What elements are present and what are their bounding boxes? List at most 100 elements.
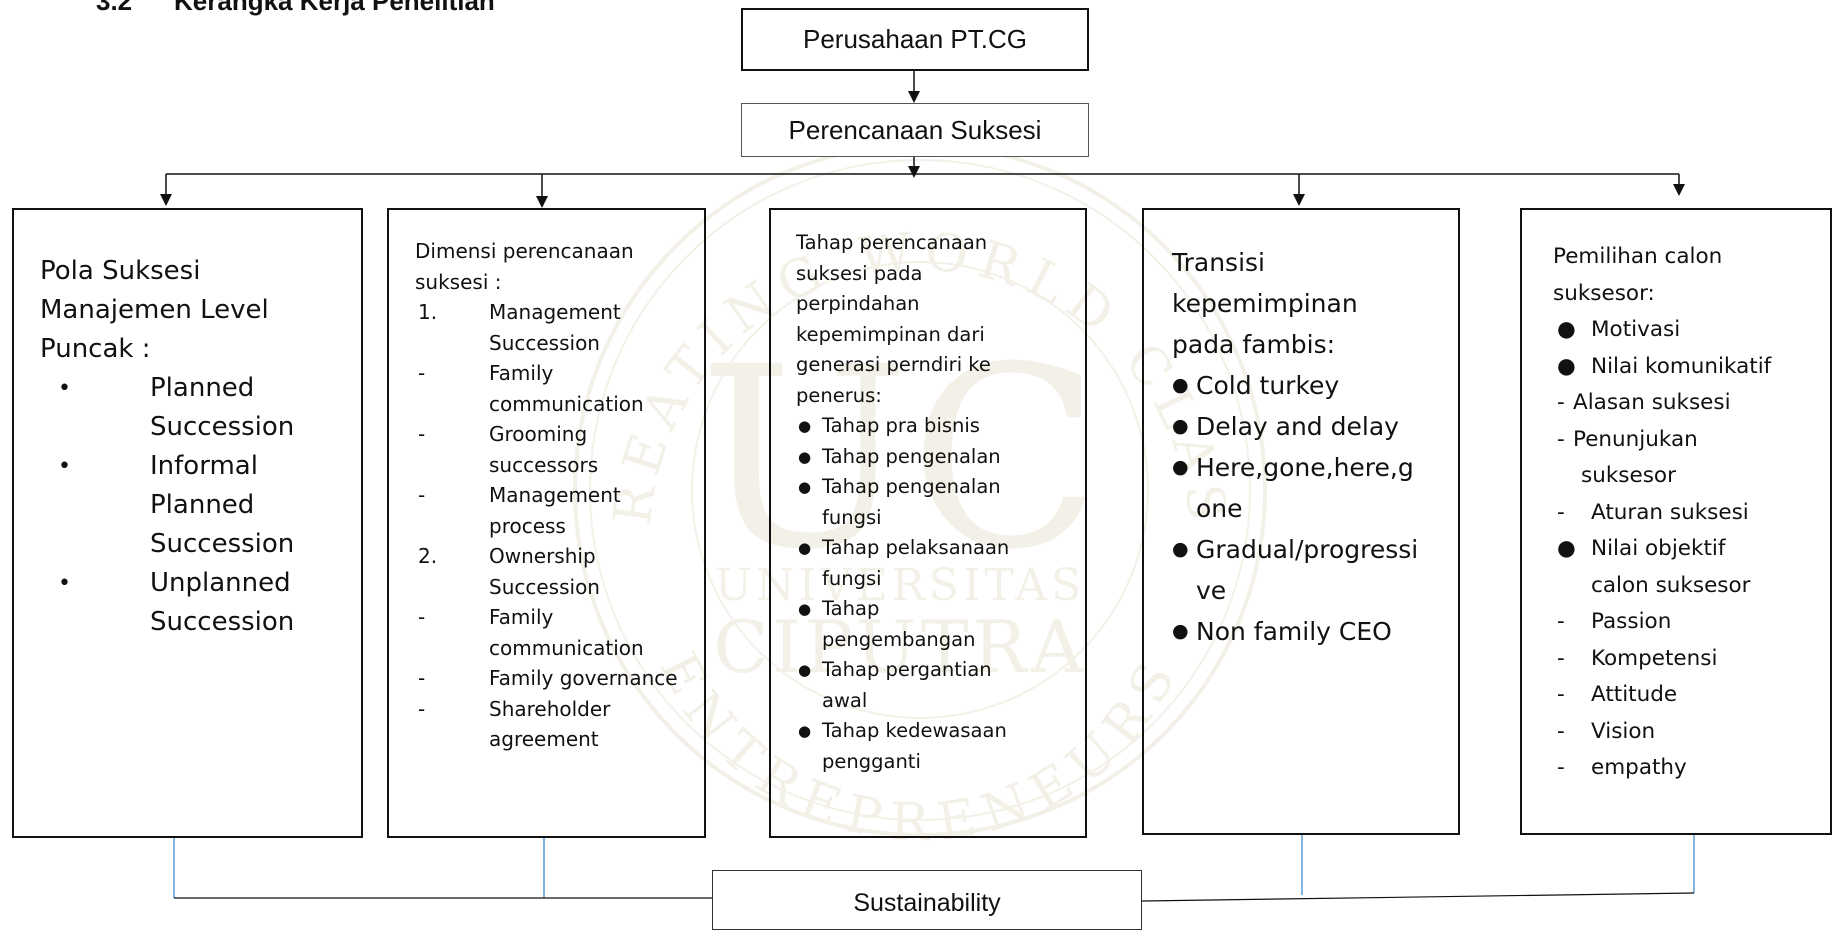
list-item-text: Shareholder — [489, 696, 611, 721]
arrowhead-col3 — [908, 166, 920, 178]
list-item-text: ve — [1196, 576, 1227, 605]
list-item-text: awal — [822, 688, 868, 712]
watermark-inner-ring — [589, 159, 1251, 821]
list-item: ● Gradual/progressi ve — [1172, 529, 1458, 611]
list-item-text: fungsi — [822, 505, 882, 529]
arrowhead-planning — [908, 91, 920, 103]
list-item: -empathy — [1553, 750, 1830, 787]
list-item-text: one — [1196, 494, 1243, 523]
list-item-text: Ownership — [489, 544, 596, 568]
list-item: ●Cold turkey — [1172, 365, 1458, 406]
list-item-text: Gradual/progressi — [1196, 535, 1419, 564]
list-item-text: Alasan suksesi — [1573, 390, 1731, 415]
list-item-text: Succession — [489, 574, 600, 599]
list-item-text: process — [489, 513, 566, 538]
dash-marker: - — [1557, 499, 1565, 525]
list-item-text: Planned — [150, 373, 255, 403]
dash-marker: - — [1557, 609, 1565, 634]
bullet-icon: ● — [1172, 538, 1189, 560]
dash-marker: - — [1557, 718, 1565, 744]
list-item-text: Grooming — [489, 422, 588, 446]
col3-title-line: penerus: — [796, 383, 882, 407]
bullet-icon: ● — [1557, 536, 1576, 561]
col1-title-line: Puncak : — [40, 334, 151, 364]
bullet-icon: ● — [798, 661, 812, 679]
col3-title-line: suksesi pada — [796, 261, 923, 285]
bullet-icon: • — [58, 376, 71, 401]
arrowhead-col2 — [536, 196, 548, 208]
list-item-text: calon suksesor — [1591, 572, 1751, 598]
col3-title-line: generasi perndiri ke — [796, 353, 991, 376]
list-item-text: agreement — [489, 727, 599, 751]
planning-dimension-box: Dimensi perencanaan suksesi : 1. Management… — [387, 208, 706, 838]
col5-list: ●Motivasi●Nilai komunikatif-Alasan sukse… — [1553, 312, 1830, 787]
section-heading: 3.2 Kerangka Kerja Penelitian — [96, 0, 495, 17]
watermark-monogram: UC — [699, 313, 1101, 604]
bullet-icon: ● — [798, 478, 812, 496]
section-title: Kerangka Kerja Penelitian — [174, 0, 495, 16]
bullet-icon: ● — [798, 539, 812, 557]
list-item: -Passion — [1553, 604, 1830, 641]
list-item: -Family governance — [415, 663, 704, 694]
list-item-text: Management — [489, 300, 621, 324]
col3-list: ●Tahap pra bisnis●Tahap pengenalan●Tahap… — [796, 411, 1085, 777]
list-item: -Kompetensi — [1553, 641, 1830, 678]
list-item-text: Penunjukan — [1573, 426, 1698, 452]
section-number: 3.2 — [96, 0, 133, 16]
watermark-name: CIPUTRA — [713, 605, 1087, 689]
number-marker: 1. — [418, 300, 438, 324]
list-item-text: Nilai komunikatif — [1591, 353, 1772, 379]
list-item-text: successors — [489, 452, 599, 477]
list-item-text: Informal — [150, 451, 258, 481]
list-item: -Penunjukan suksesor — [1553, 422, 1830, 495]
list-item: -Attitude — [1553, 677, 1830, 714]
list-item: - Management process — [415, 480, 704, 541]
list-item-text: suksesor — [1581, 463, 1676, 488]
bullet-icon: ● — [798, 447, 812, 466]
succession-planning-box: Perencanaan Suksesi — [741, 103, 1089, 157]
bullet-icon: ● — [1172, 620, 1189, 642]
bullet-icon: ● — [798, 722, 812, 740]
sustainability-box: Sustainability — [712, 870, 1142, 930]
col4-title-line: kepemimpinan — [1172, 289, 1358, 318]
dash-marker: - — [418, 696, 426, 721]
list-item-text: Family — [489, 361, 554, 385]
dash-marker: - — [418, 483, 426, 507]
col2-title-line: suksesi : — [415, 269, 502, 294]
list-item-text: Management — [489, 483, 621, 507]
list-item-text: Delay and delay — [1196, 412, 1399, 441]
list-item-text: Nilai objektif — [1591, 536, 1726, 561]
bullet-icon: ● — [798, 600, 812, 618]
list-item-text: Succession — [489, 330, 600, 355]
list-item-text: Family — [489, 605, 554, 629]
bullet-icon: ● — [1557, 353, 1576, 379]
bullet-icon: ● — [798, 417, 812, 435]
right-sustainability-link — [1141, 892, 1695, 902]
number-marker: 2. — [418, 544, 438, 568]
list-item-text: Non family CEO — [1196, 617, 1392, 646]
dash-marker: - — [1557, 426, 1565, 452]
root-company-box: Perusahaan PT.CG — [741, 8, 1089, 71]
col3-title-line: perpindahan — [796, 292, 920, 315]
col5-title-line: Pemilihan calon — [1553, 244, 1723, 269]
watermark-university: UNIVERSITAS — [715, 560, 1085, 611]
list-item: ●Tahap pra bisnis — [796, 411, 1085, 442]
col2-title-line: Dimensi perencanaan — [415, 239, 634, 263]
list-item: -Alasan suksesi — [1553, 385, 1830, 422]
list-item: ●Delay and delay — [1172, 406, 1458, 447]
list-item-text: Tahap — [822, 597, 880, 620]
list-item: ● Tahap pengenalan — [796, 442, 1085, 473]
col3-title-line: kepemimpinan dari — [796, 322, 985, 346]
list-item-text: Tahap pengenalan — [822, 444, 1001, 468]
arrowhead-col5 — [1673, 184, 1685, 196]
